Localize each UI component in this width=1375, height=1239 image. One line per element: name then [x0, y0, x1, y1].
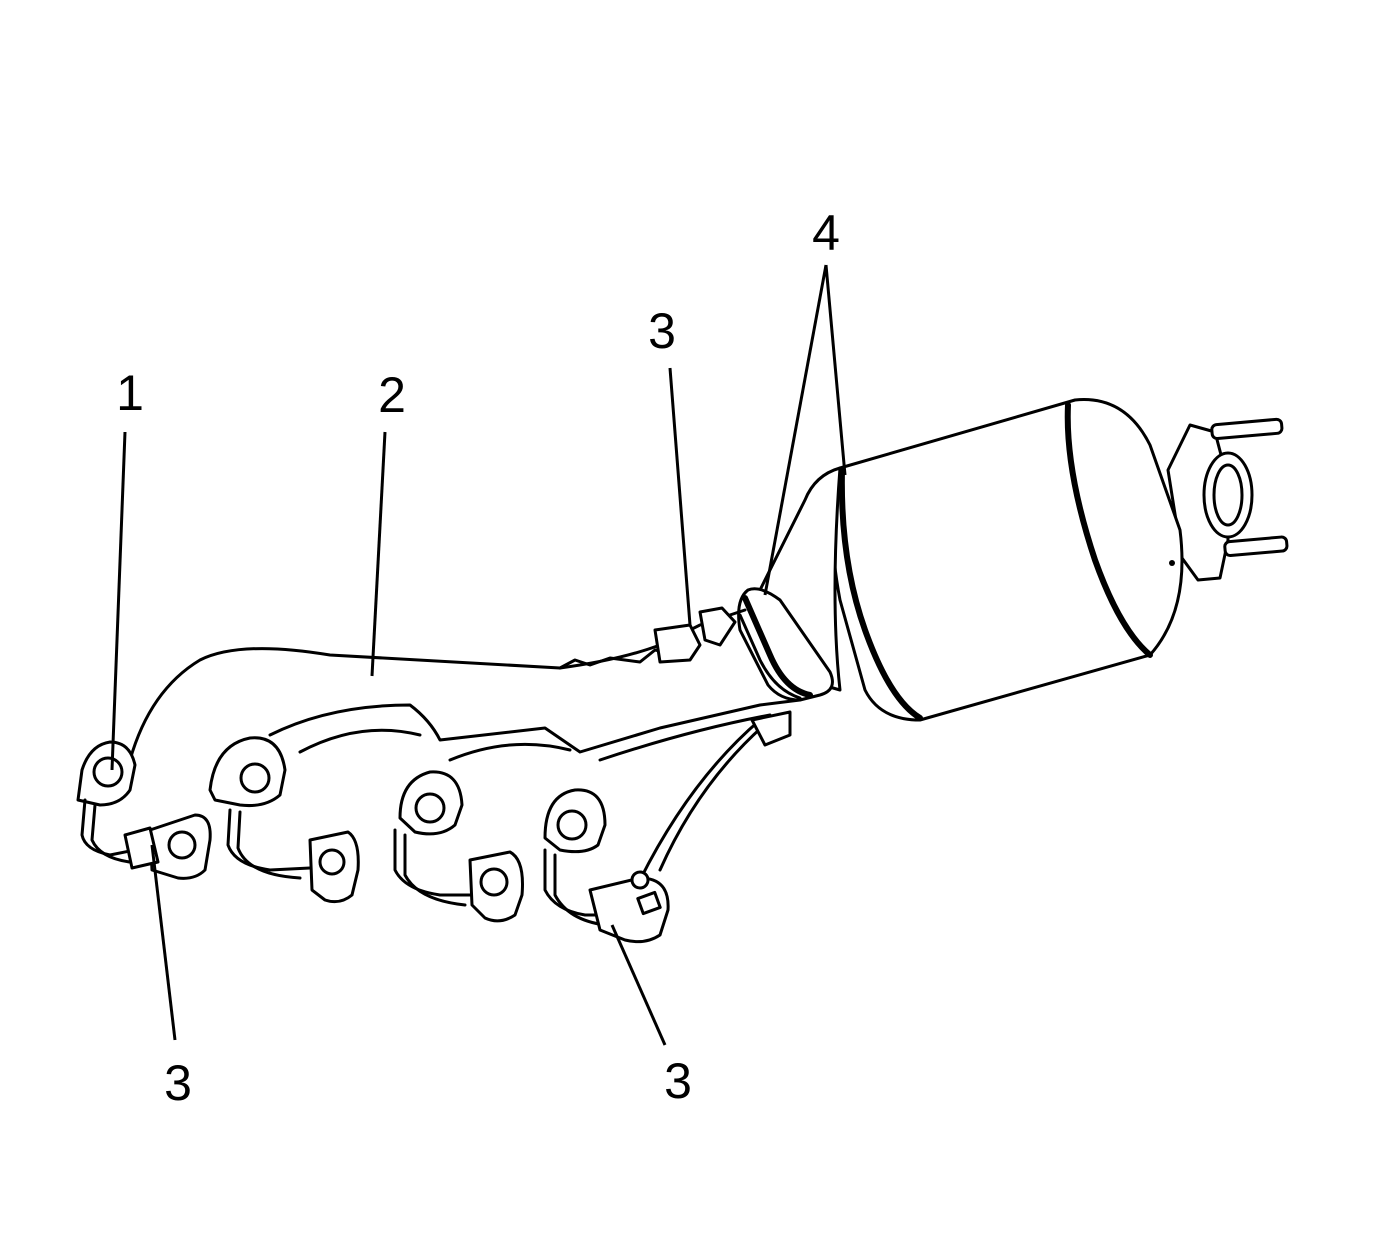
leader-1: [110, 431, 127, 771]
leader-4a: [763, 264, 828, 596]
callout-3-top: 3: [648, 303, 676, 359]
exhaust-manifold: [76, 606, 802, 944]
callout-3-left: 3: [164, 1055, 192, 1111]
callout-1: 1: [116, 365, 144, 421]
catalytic-converter: [737, 398, 1289, 722]
exhaust-port-3: [393, 770, 524, 923]
exhaust-port-1: [76, 740, 212, 880]
leader-3-left: [150, 844, 177, 1041]
exhaust-port-2: [208, 736, 360, 904]
callout-4: 4: [812, 205, 840, 261]
collector-tube: [128, 608, 747, 762]
exhaust-port-4: [543, 788, 670, 944]
leader-3-right: [610, 924, 667, 1046]
leader-3-top: [668, 367, 692, 626]
callout-labels: 1 2 3 3 3 4: [116, 205, 840, 1111]
leader-2: [370, 431, 387, 677]
callout-2: 2: [378, 367, 406, 423]
callout-3-right: 3: [664, 1053, 692, 1109]
outlet-flange: [1166, 417, 1289, 582]
leader-4b: [824, 264, 847, 476]
leader-lines: [110, 264, 847, 1046]
inlet-cone: [758, 466, 842, 692]
